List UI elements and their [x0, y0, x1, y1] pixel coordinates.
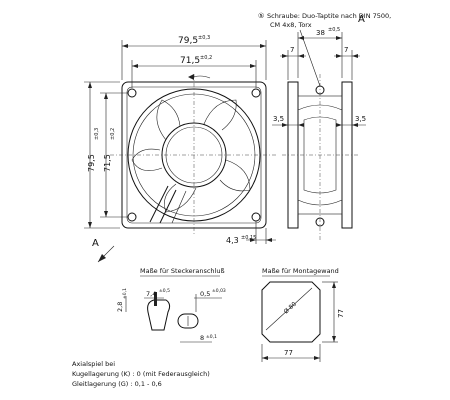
- mounting-title: Maße für Montagewand: [262, 267, 339, 275]
- connector-title: Maße für Steckeranschluß: [140, 267, 225, 275]
- dim-hole-pitch-tol: ±0,2: [200, 55, 212, 61]
- dim-connector-4-tol: ±0,1: [206, 334, 217, 340]
- dim-hole-pitch: 71,5: [180, 56, 200, 66]
- dim-connector-2: 0,5: [200, 290, 210, 298]
- dim-side-pitch-tol: ±0,2: [110, 128, 116, 140]
- dim-outer-width: 79,5: [178, 36, 198, 46]
- front-view: 79,5 ±0,3 71,5 ±0,2 79,5 ±0,3 71,5 ±0,2 …: [84, 35, 276, 263]
- dim-connector-1-tol: ±0,5: [159, 288, 170, 294]
- view-marker-front: A: [92, 238, 99, 249]
- axial-line-1: Kugellagerung (K) : 0 (mit Federausgleic…: [72, 370, 210, 378]
- dim-connector-4: 8: [200, 334, 204, 342]
- dim-gap-left: 3,5: [273, 115, 284, 123]
- mount-hole-bl: [127, 212, 137, 222]
- note-line-1: Schraube: Duo-Taptite nach DIN 7500,: [267, 12, 391, 20]
- blade-4: [164, 183, 197, 213]
- strut-2: [159, 189, 177, 224]
- mounting-diagonal: [265, 287, 313, 331]
- rotation-arrow-icon: [188, 74, 194, 80]
- strut-3: [171, 190, 187, 224]
- strut-1: [149, 185, 169, 223]
- motor-housing: [303, 116, 337, 194]
- dim-connector-2-tol: ±0,03: [212, 288, 226, 294]
- dim-connector-1: 7,4: [146, 290, 156, 298]
- dim-side-pitch: 71,5: [103, 154, 112, 172]
- dim-flange-right: 7: [344, 46, 348, 54]
- mounting-detail: Maße für Montagewand Ø 80 77 77: [261, 267, 345, 362]
- view-arrow-icon: [98, 254, 106, 262]
- screw-note: ⑤ Schraube: Duo-Taptite nach DIN 7500, C…: [258, 12, 391, 29]
- receptacle-shape: [177, 313, 199, 329]
- dim-connector-3: 2,8: [116, 302, 124, 312]
- mounting-cutout: [261, 281, 321, 343]
- mount-hole-tr: [251, 88, 261, 98]
- axial-line-2: Gleitlagerung (G) : 0,1 - 0,6: [72, 380, 162, 388]
- mount-hole-tl: [127, 88, 137, 98]
- dim-depth-tol: ±0,15: [241, 235, 256, 241]
- mount-hole-br: [251, 212, 261, 222]
- blade-1: [156, 99, 181, 141]
- mounting-width: 77: [284, 349, 293, 357]
- dim-depth: 4,3: [226, 236, 239, 245]
- blade-3: [219, 159, 251, 192]
- dim-outer-width-tol: ±0,3: [198, 35, 210, 41]
- plug-shape: [147, 299, 171, 331]
- mounting-height: 77: [337, 309, 345, 318]
- dim-side-outer-tol: ±0,3: [94, 128, 100, 140]
- axial-title: Axialspiel bei: [72, 360, 115, 368]
- note-line-2: CM 4x8, Torx: [270, 21, 312, 29]
- dim-gap-right: 3,5: [355, 115, 366, 123]
- dim-fan-depth-tol: ±0,5: [328, 27, 340, 33]
- note-number: ⑤: [258, 12, 264, 20]
- dim-flange-left: 7: [290, 46, 294, 54]
- axial-note: Axialspiel bei Kugellagerung (K) : 0 (mi…: [72, 360, 210, 388]
- dim-fan-depth: 38: [316, 29, 325, 37]
- dim-connector-3-tol: ±0,1: [122, 288, 128, 299]
- blade-5: [131, 148, 163, 171]
- blade-2: [203, 99, 237, 131]
- dim-side-outer: 79,5: [87, 154, 96, 172]
- connector-detail: Maße für Steckeranschluß 7,4 ±0,5 0,5 ±0…: [116, 267, 226, 343]
- side-view: 38 ±0,5 7 7 3,5 3,5: [272, 27, 366, 240]
- view-marker-side: A: [358, 14, 365, 25]
- pin-left: [154, 292, 157, 306]
